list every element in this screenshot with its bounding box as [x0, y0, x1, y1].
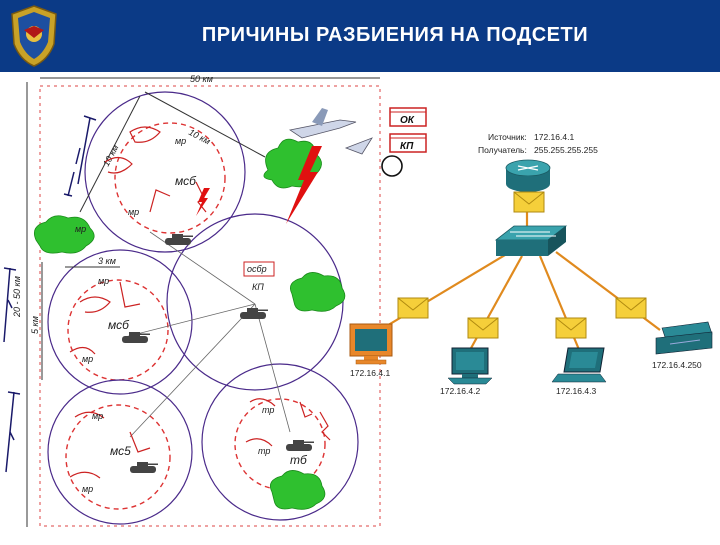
dim-line-10km — [144, 91, 266, 158]
osbr-label: осбр — [247, 264, 267, 274]
kp-center-label: КП — [252, 282, 264, 292]
unit-label-msb: мс5 — [110, 444, 131, 458]
unit-label-tr: тр — [262, 405, 274, 415]
command-post-boxes: ОК КП — [381, 107, 427, 177]
unit-label-tb: тб — [290, 453, 308, 467]
unit-label-mr: мр — [75, 224, 86, 234]
dim-label-top: 50 км — [190, 74, 213, 84]
box-ok-label: ОК — [400, 115, 415, 126]
dim-label-3km: 3 км — [98, 256, 116, 266]
radio-link-icons — [196, 146, 322, 224]
unit-label-mr: мр — [128, 207, 139, 217]
packet-envelope-icons — [397, 297, 647, 339]
zone-circle-dashed — [234, 398, 326, 490]
router-icon — [505, 159, 551, 192]
printer-icon — [655, 321, 713, 355]
network-links — [379, 200, 661, 353]
zone-circle — [84, 91, 246, 253]
dest-label: Получатель: — [478, 145, 527, 155]
page-title: ПРИЧИНЫ РАЗБИЕНИЯ НА ПОДСЕТИ — [201, 24, 589, 46]
dim-label-5km: 5 км — [30, 316, 40, 334]
packet-envelope-icon — [513, 191, 545, 213]
tank-icons — [122, 234, 314, 473]
host-ip-label: 172.16.4.3 — [556, 386, 596, 396]
dim-label-left: 20 - 50 км — [12, 276, 22, 318]
unit-label-msb: мсб — [108, 318, 130, 332]
zone-circle-dashed — [67, 279, 169, 381]
map-frame — [39, 85, 381, 527]
zone-circle — [166, 213, 344, 391]
zone-circle — [47, 249, 193, 395]
military-emblem-icon — [11, 5, 57, 67]
antenna-icons — [3, 115, 97, 473]
aircraft-icon — [288, 108, 373, 155]
zone-circle-dashed — [114, 122, 226, 234]
zone-circle — [47, 379, 193, 525]
pc-icon — [447, 347, 493, 385]
unit-label-tr: тр — [258, 446, 270, 456]
network-diagram: Источник: 172.16.4.1 Получатель: 255.255… — [349, 132, 713, 396]
unit-label-mr: мр — [175, 136, 186, 146]
unit-label-mr: мр — [82, 354, 93, 364]
zone-circle — [201, 363, 359, 521]
tactical-map: 50 км 20 - 50 км 5 км 10 км 10 км 3 км — [3, 74, 427, 527]
host-ip-label: 172.16.4.1 — [350, 368, 390, 378]
header-bar: ПРИЧИНЫ РАЗБИЕНИЯ НА ПОДСЕТИ — [0, 0, 720, 72]
unit-label-msb: мсб — [175, 174, 197, 188]
box-kp-label: КП — [400, 141, 414, 152]
osbr-box — [243, 261, 275, 277]
host-ip-label: 172.16.4.250 — [652, 360, 702, 370]
pc-icon — [349, 323, 393, 365]
forest-icons — [33, 138, 346, 510]
unit-label-mr: мр — [82, 484, 93, 494]
diagram-canvas: 50 км 20 - 50 км 5 км 10 км 10 км 3 км — [3, 74, 713, 527]
dim-line-radius — [79, 95, 141, 213]
source-label: Источник: — [488, 132, 527, 142]
unit-label-mr: мр — [92, 411, 103, 421]
unit-label-mr: мр — [98, 276, 109, 286]
dim-label-10km: 10 км — [187, 127, 212, 147]
host-ip-label: 172.16.4.2 — [440, 386, 480, 396]
switch-icon — [494, 225, 568, 256]
source-value: 172.16.4.1 — [534, 132, 574, 142]
zone-circle-dashed — [65, 404, 171, 510]
slide-content: 50 км 20 - 50 км 5 км 10 км 10 км 3 км — [0, 72, 720, 540]
dim-label-10km-b: 10 км — [101, 143, 121, 168]
laptop-icon — [551, 347, 607, 383]
dest-value: 255.255.255.255 — [534, 145, 598, 155]
